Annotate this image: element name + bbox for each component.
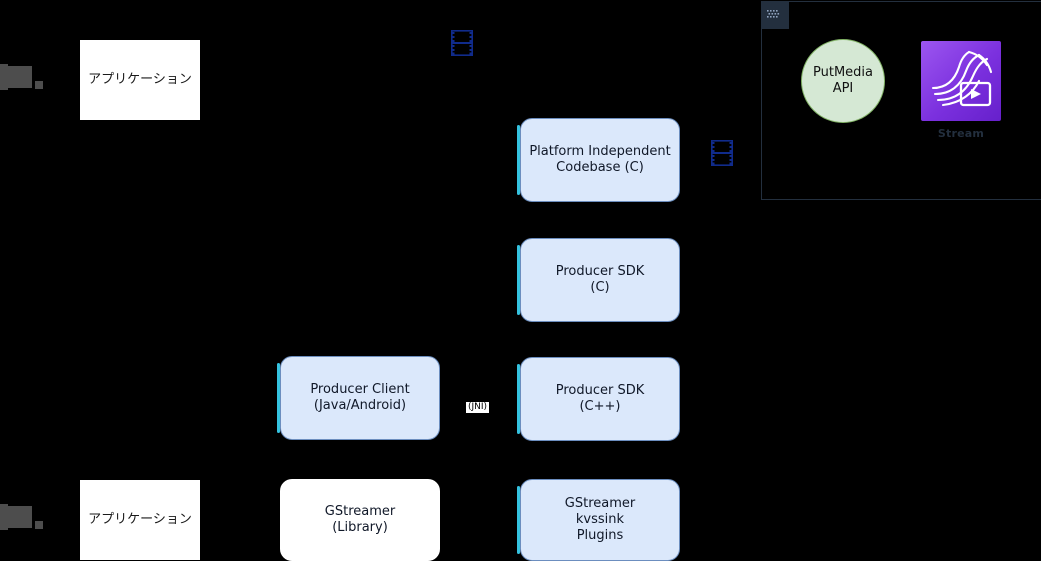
video-camera-icon-bottom <box>0 500 54 534</box>
jni-edge-label: (JNI) <box>466 402 490 413</box>
application-box-top-label: アプリケーション <box>88 71 192 87</box>
stream-service-node[interactable]: Stream <box>921 41 1001 140</box>
application-box-top[interactable]: アプリケーション <box>80 40 200 120</box>
stream-label: Stream <box>937 127 985 140</box>
aws-cloud-panel: PutMedia API <box>760 0 1041 200</box>
platform-independent-codebase-label: Platform Independent Codebase (C) <box>529 143 671 175</box>
producer-sdk-c-box[interactable]: Producer SDK (C) <box>517 238 680 322</box>
platform-independent-codebase-box[interactable]: Platform Independent Codebase (C) <box>517 118 680 202</box>
video-camera-icon <box>0 60 54 94</box>
gstreamer-kvssink-label: GStreamer kvssink Plugins <box>564 495 636 544</box>
putmedia-api-circle[interactable]: PutMedia API <box>801 39 885 123</box>
aws-cloud-icon <box>760 0 789 29</box>
producer-sdk-c-label: Producer SDK (C) <box>555 263 645 295</box>
jni-edge-label-text: (JNI) <box>468 402 488 412</box>
film-strip-icon-top <box>450 29 474 57</box>
gstreamer-library-label: GStreamer (Library) <box>324 503 396 535</box>
producer-client-java-box[interactable]: Producer Client (Java/Android) <box>277 356 440 440</box>
application-box-bottom[interactable]: アプリケーション <box>80 480 200 560</box>
gstreamer-library-box[interactable]: GStreamer (Library) <box>280 479 440 561</box>
gstreamer-kvssink-box[interactable]: GStreamer kvssink Plugins <box>517 479 680 561</box>
producer-sdk-cpp-label: Producer SDK (C++) <box>555 382 645 414</box>
film-strip-icon-middle <box>710 139 734 167</box>
putmedia-api-label: PutMedia API <box>813 64 873 96</box>
producer-sdk-cpp-box[interactable]: Producer SDK (C++) <box>517 357 680 441</box>
kinesis-video-streams-icon <box>921 41 1001 121</box>
producer-client-java-label: Producer Client (Java/Android) <box>310 381 410 413</box>
application-box-bottom-label: アプリケーション <box>88 511 192 527</box>
